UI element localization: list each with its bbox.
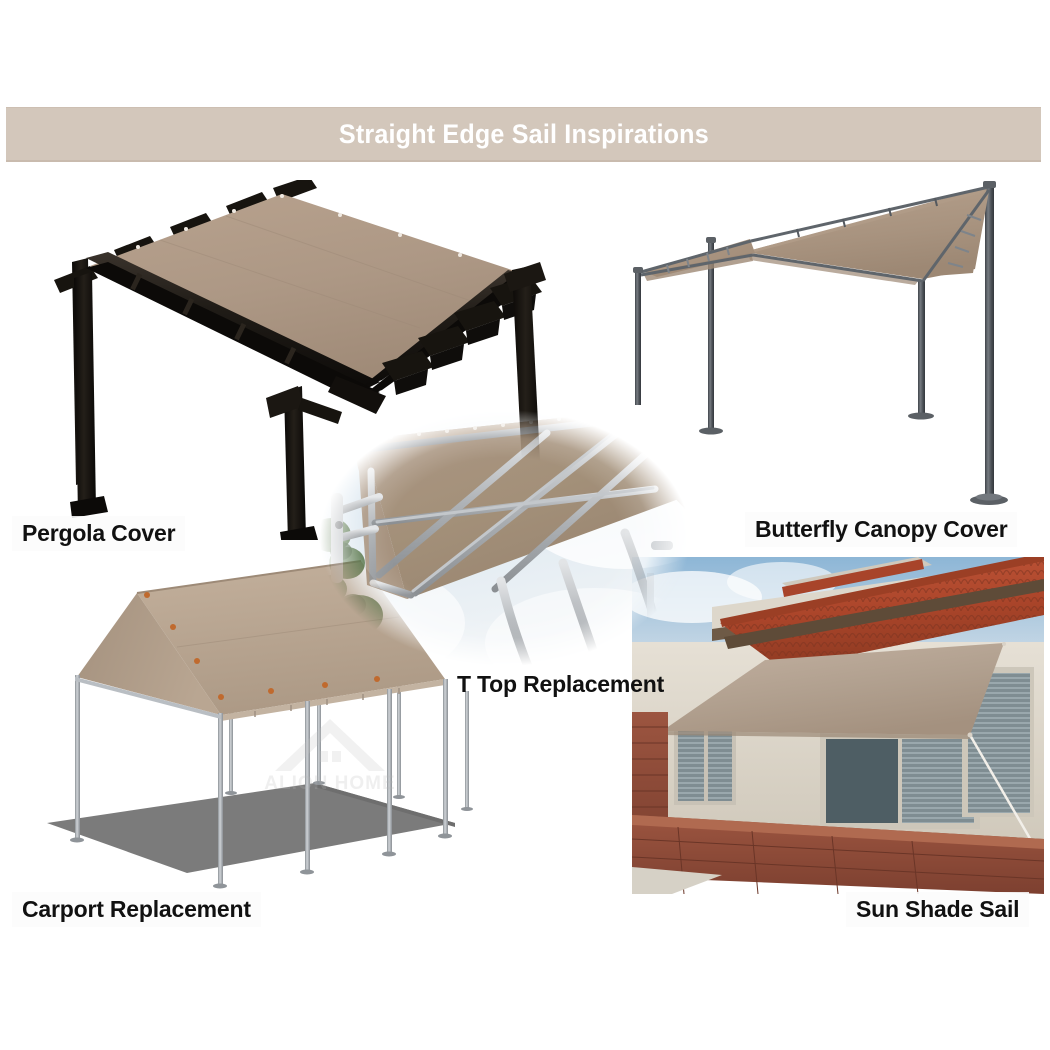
panel-butterfly-canopy — [615, 165, 1045, 530]
panel-t-top-replacement — [295, 393, 715, 683]
butterfly-canopy-illustration — [633, 181, 1008, 505]
boat-t-top-photo — [295, 393, 715, 683]
page-title: Straight Edge Sail Inspirations — [338, 118, 709, 149]
caption-carport-replacement: Carport Replacement — [12, 892, 261, 928]
title-banner: Straight Edge Sail Inspirations — [6, 107, 1041, 162]
caption-pergola-cover: Pergola Cover — [12, 516, 186, 552]
panel-pergola-cover — [30, 180, 590, 540]
caption-butterfly-canopy: Butterfly Canopy Cover — [745, 512, 1018, 548]
pergola-cover-illustration — [54, 180, 546, 540]
caption-sun-shade-sail: Sun Shade Sail — [846, 892, 1030, 928]
caption-t-top-replacement: T Top Replacement — [457, 671, 665, 697]
